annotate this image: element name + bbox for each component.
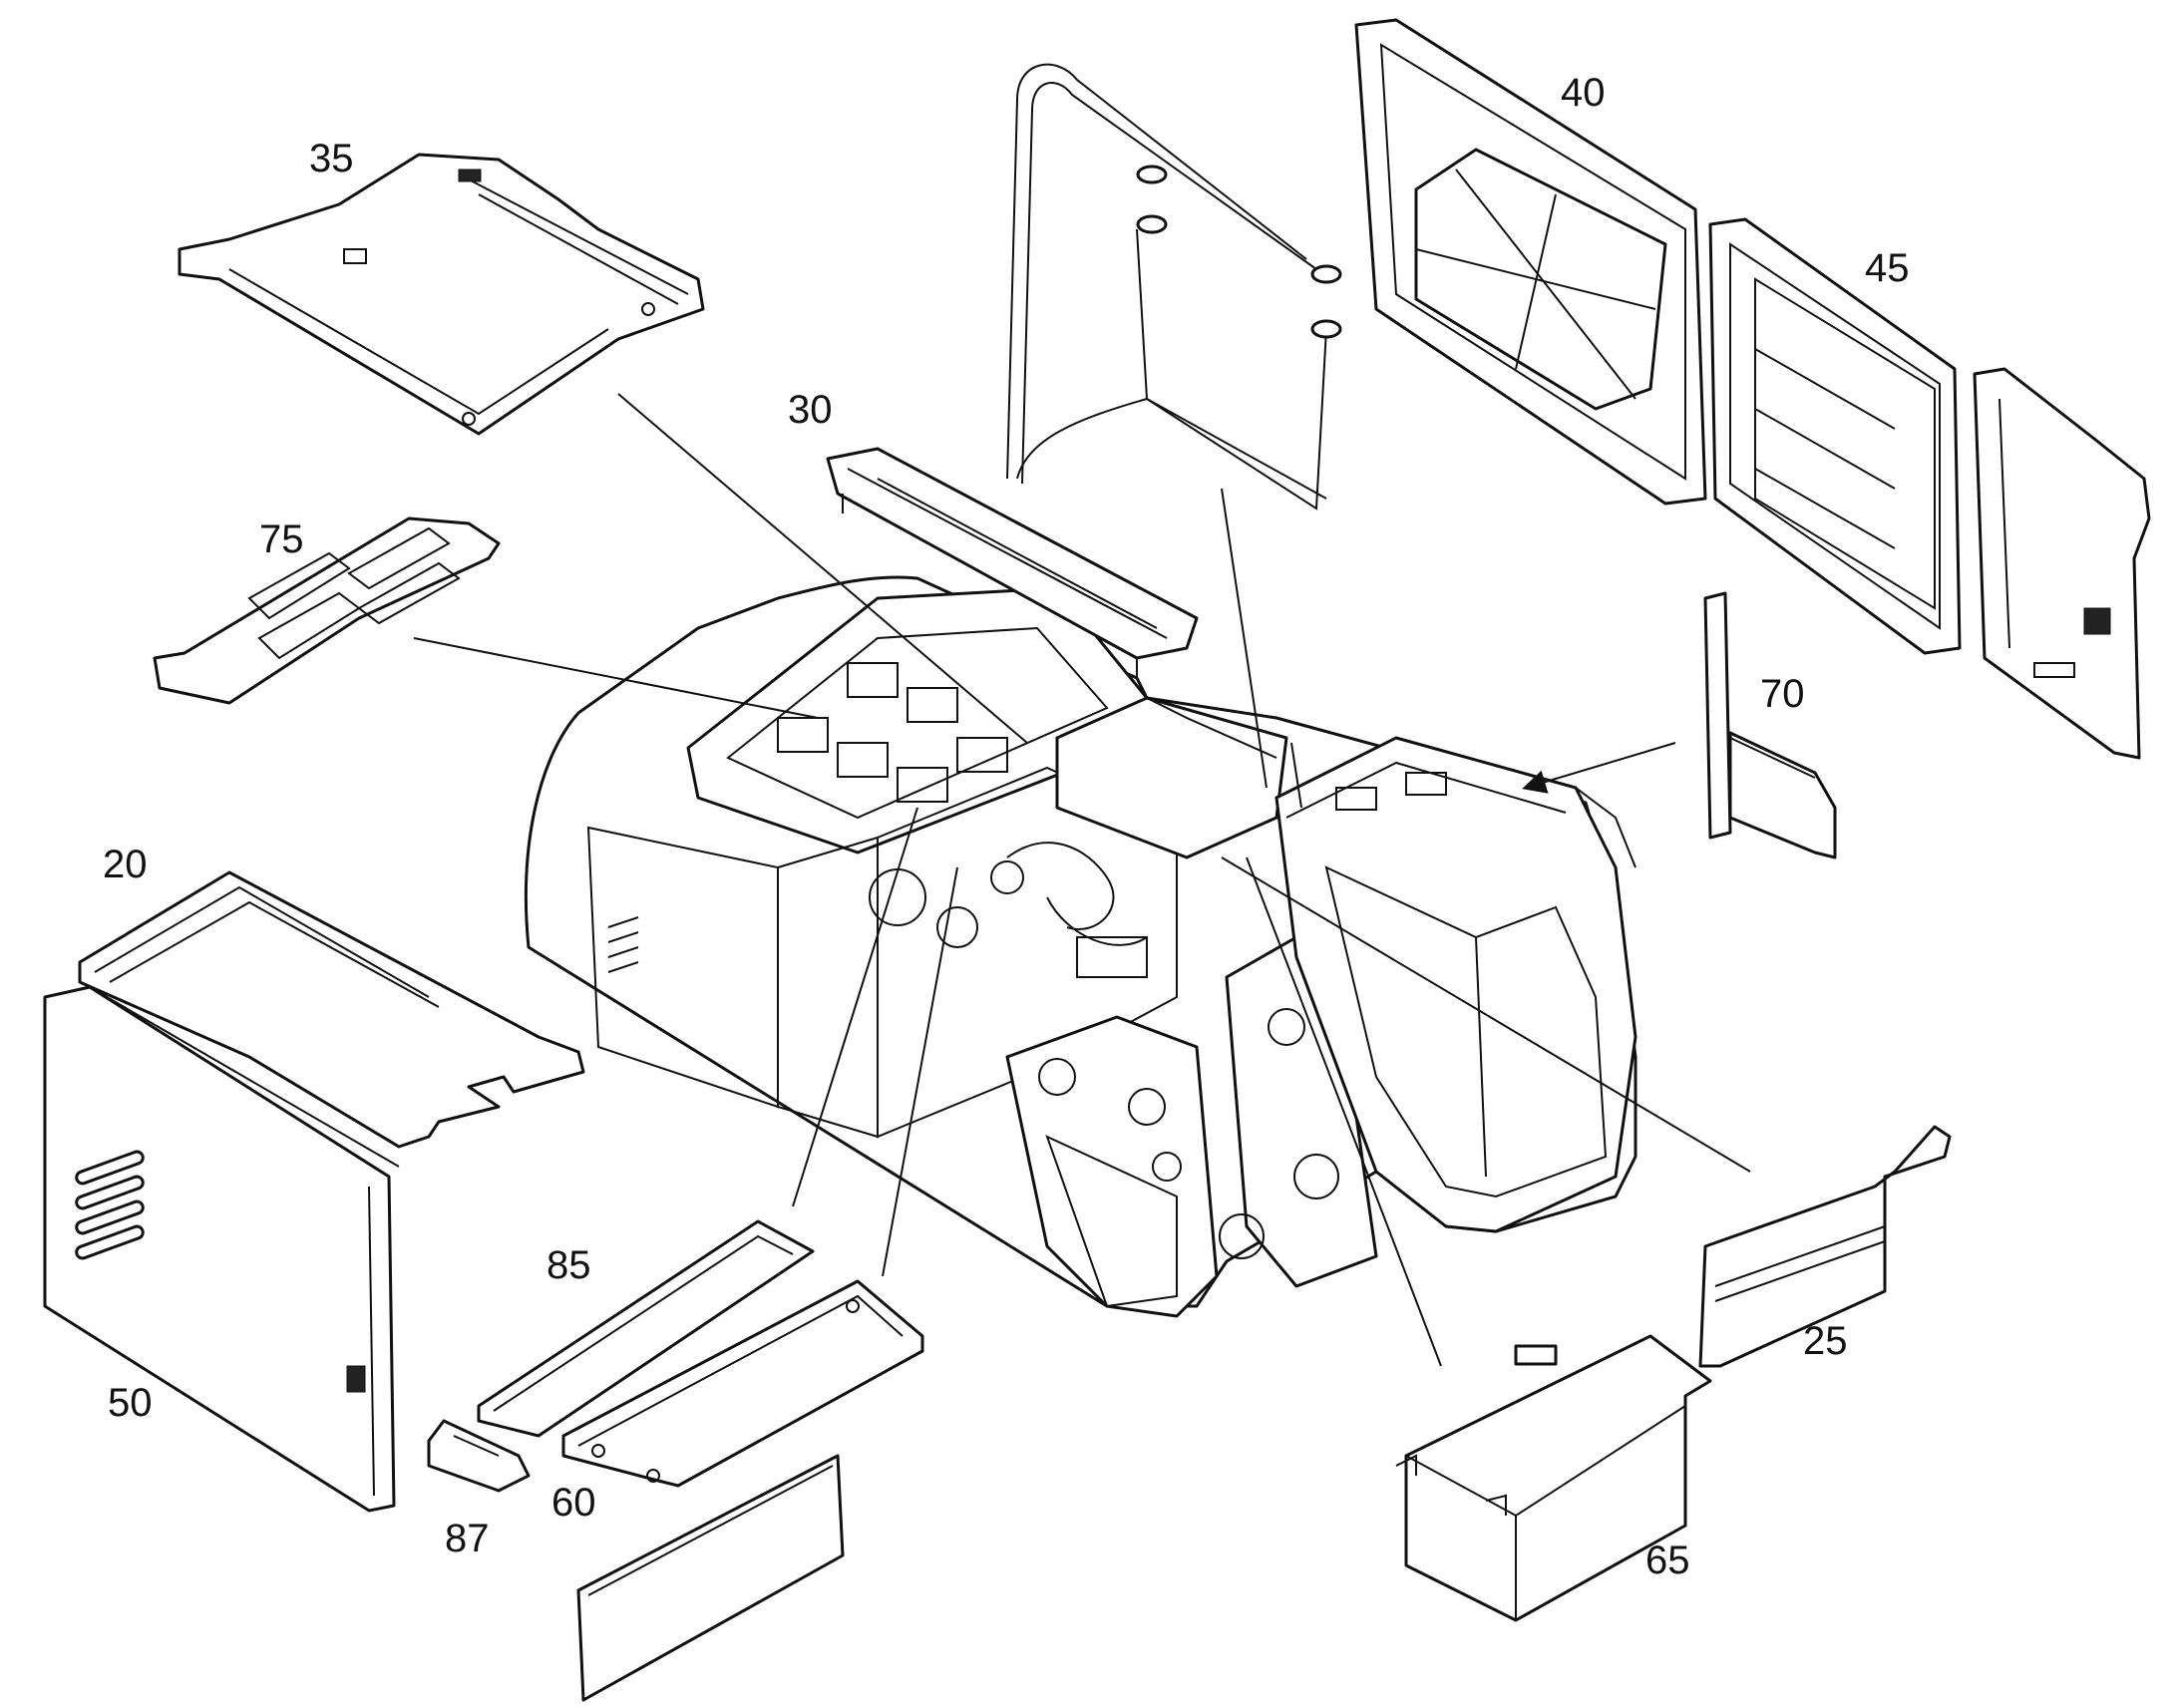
part-35-top-cover-plate — [178, 153, 705, 436]
part-65-battery-box — [1395, 1334, 1712, 1622]
machine-upperstructure — [524, 575, 1637, 1318]
callout-50: 50 — [108, 1381, 153, 1425]
part-75-channel-plate — [153, 516, 501, 705]
part-50-side-panel — [43, 985, 400, 1513]
part-87-bracket — [427, 1419, 531, 1493]
part-20-top-cover — [78, 870, 585, 1149]
handrail-frame — [1006, 63, 1342, 511]
callout-75: 75 — [259, 517, 304, 561]
side-door-panel — [1973, 367, 2151, 760]
part-50-vents — [75, 1150, 145, 1260]
callout-45: 45 — [1865, 246, 1910, 290]
callout-25: 25 — [1803, 1319, 1848, 1363]
callout-65: 65 — [1645, 1538, 1690, 1582]
leader-lines — [413, 393, 1751, 1367]
part-85-panel — [477, 1219, 815, 1438]
part-25-side-guard — [1698, 1125, 1952, 1368]
callout-70: 70 — [1760, 672, 1805, 716]
part-30-louvered-strip — [826, 447, 1199, 678]
part-35-louvers — [468, 178, 689, 305]
part-40-window-panel — [1354, 18, 1707, 506]
callout-85: 85 — [546, 1243, 591, 1287]
lower-skirt-plate — [576, 1454, 845, 1702]
callout-labels: 35 30 40 45 75 70 20 85 50 60 87 25 65 — [103, 71, 1910, 1582]
part-70-grab-handle — [1703, 591, 1837, 859]
callout-40: 40 — [1561, 71, 1606, 115]
callout-35: 35 — [309, 137, 354, 180]
callout-60: 60 — [551, 1481, 596, 1525]
callout-30: 30 — [788, 388, 833, 432]
part-60-panel — [561, 1279, 924, 1488]
part-45-door-panel — [1708, 217, 1962, 655]
callout-87: 87 — [445, 1517, 490, 1560]
callout-20: 20 — [103, 843, 148, 886]
